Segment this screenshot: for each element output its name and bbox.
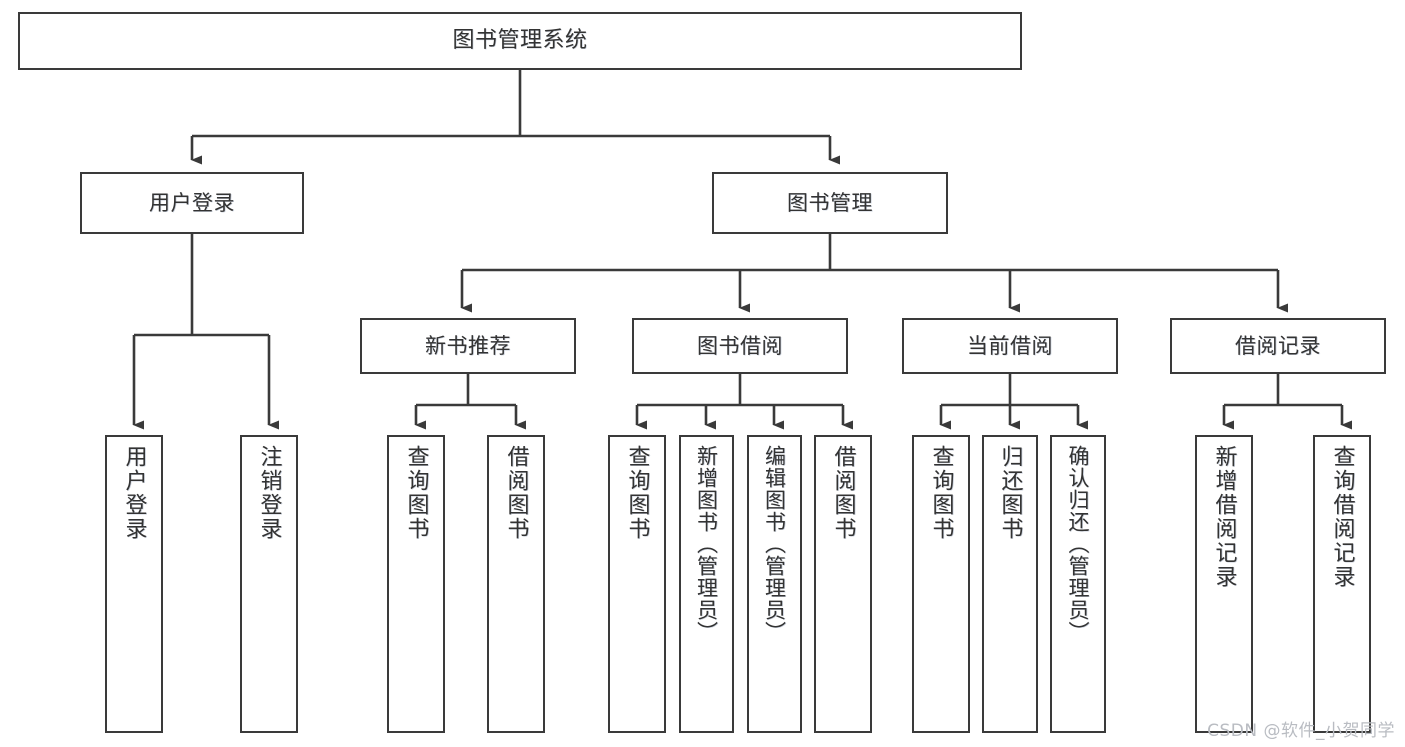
node-label: 借阅图书: [830, 445, 856, 541]
leaf-add-book-admin[interactable]: 新增图书（管理员）: [679, 435, 734, 733]
leaf-add-borrow-record[interactable]: 新增借阅记录: [1195, 435, 1253, 733]
node-label: 编辑图书（管理员）: [762, 445, 787, 643]
node-label: 新增图书（管理员）: [694, 445, 719, 643]
node-label: 新书推荐: [425, 333, 511, 358]
node-label: 图书管理: [787, 190, 873, 215]
node-book-manage[interactable]: 图书管理: [712, 172, 948, 234]
leaf-return-book[interactable]: 归还图书: [982, 435, 1038, 733]
node-borrow-record[interactable]: 借阅记录: [1170, 318, 1386, 374]
node-current-borrow[interactable]: 当前借阅: [902, 318, 1118, 374]
leaf-query-borrow-record[interactable]: 查询借阅记录: [1313, 435, 1371, 733]
node-label: 新增借阅记录: [1211, 445, 1237, 589]
leaf-query-book-borrow[interactable]: 查询图书: [608, 435, 666, 733]
leaf-borrow-book-recommend[interactable]: 借阅图书: [487, 435, 545, 733]
node-label: 查询借阅记录: [1329, 445, 1355, 589]
node-label: 借阅图书: [503, 445, 529, 541]
node-user-login[interactable]: 用户登录: [80, 172, 304, 234]
node-label: 查询图书: [928, 445, 954, 541]
node-label: 查询图书: [403, 445, 429, 541]
node-book-borrow[interactable]: 图书借阅: [632, 318, 848, 374]
node-label: 注销登录: [256, 445, 282, 541]
csdn-watermark: CSDN @软件_小贺同学: [1207, 721, 1395, 741]
node-label: 图书管理系统: [452, 28, 588, 54]
node-label: 归还图书: [997, 445, 1023, 541]
node-root-system[interactable]: 图书管理系统: [18, 12, 1022, 70]
node-label: 用户登录: [149, 190, 235, 215]
leaf-edit-book-admin[interactable]: 编辑图书（管理员）: [747, 435, 802, 733]
node-label: 用户登录: [121, 445, 147, 541]
leaf-query-book-recommend[interactable]: 查询图书: [387, 435, 445, 733]
leaf-query-book-current[interactable]: 查询图书: [912, 435, 970, 733]
leaf-borrow-book-borrow[interactable]: 借阅图书: [814, 435, 872, 733]
leaf-user-login[interactable]: 用户登录: [105, 435, 163, 733]
node-label: 查询图书: [624, 445, 650, 541]
leaf-logout-login[interactable]: 注销登录: [240, 435, 298, 733]
node-label: 确认归还（管理员）: [1066, 445, 1091, 643]
leaf-confirm-return-admin[interactable]: 确认归还（管理员）: [1050, 435, 1106, 733]
node-label: 当前借阅: [967, 333, 1053, 358]
node-label: 图书借阅: [697, 333, 783, 358]
node-label: 借阅记录: [1235, 333, 1321, 358]
node-new-book-recommend[interactable]: 新书推荐: [360, 318, 576, 374]
